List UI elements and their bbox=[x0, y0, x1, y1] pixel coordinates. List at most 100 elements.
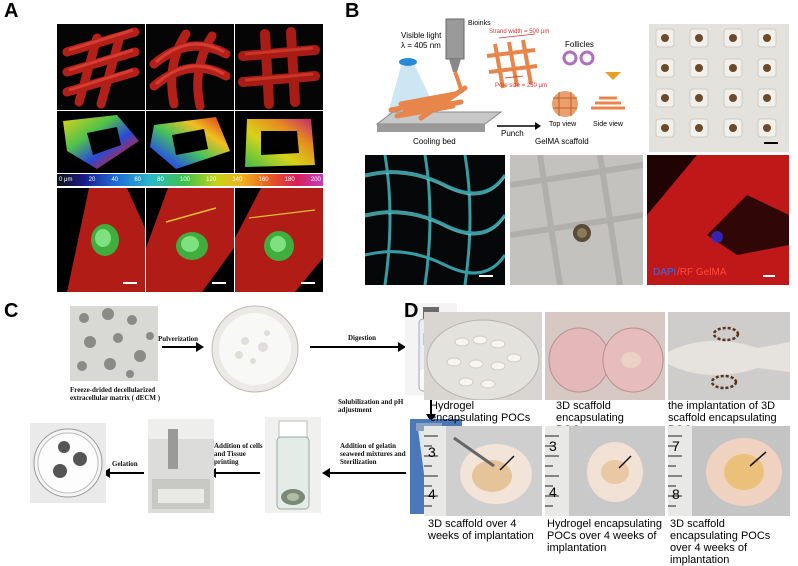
scaffold-photo bbox=[649, 24, 789, 152]
panel-label-d: D bbox=[404, 300, 419, 322]
depth-map-2 bbox=[146, 111, 234, 173]
scaffold-dish-photo bbox=[545, 312, 665, 400]
arrowhead bbox=[196, 342, 204, 352]
dECM-caption: Freeze-drided decellularized extracellul… bbox=[70, 386, 161, 402]
follicle-dot bbox=[695, 124, 703, 132]
printer-photo bbox=[148, 419, 214, 513]
arrow bbox=[216, 472, 260, 474]
scale-bar bbox=[123, 282, 137, 284]
fluorescence-image-red: DAPI /RF GelMA bbox=[647, 155, 789, 285]
follicle-dot bbox=[763, 94, 771, 102]
follicle-dot bbox=[763, 34, 771, 42]
follicle-dot bbox=[661, 124, 669, 132]
colorbar-tick: 0 μm bbox=[59, 177, 73, 183]
follicle-dot bbox=[729, 124, 737, 132]
dapi-label: DAPI bbox=[653, 267, 677, 278]
digestion-label: Digestion bbox=[348, 334, 376, 342]
colorbar-tick: 20 bbox=[88, 177, 96, 183]
fluorescence-image-cyan bbox=[365, 155, 505, 285]
scale-bar bbox=[479, 275, 493, 277]
follicle-dot bbox=[661, 94, 669, 102]
gelma-scaffold-label: GelMA scaffold bbox=[535, 137, 589, 146]
ruler-mark: 7 bbox=[672, 438, 680, 454]
follicle-dot bbox=[729, 64, 737, 72]
follicle-dot bbox=[729, 34, 737, 42]
colorbar-tick: 60 bbox=[134, 177, 141, 183]
arrow bbox=[110, 472, 144, 474]
wavelength-label: λ = 405 nm bbox=[401, 41, 441, 50]
addition-gelatin-label: Addition of gelatin seaweed mixtures and… bbox=[340, 442, 406, 466]
strand-width-label: Strand width = 500 μm bbox=[489, 29, 550, 35]
gelation-label: Gelation bbox=[112, 460, 138, 468]
solubilization-label: Solubilization and pH adjustment bbox=[338, 398, 404, 414]
scale-bar bbox=[763, 275, 775, 277]
colorbar-tick: 160 bbox=[258, 177, 269, 183]
cell-image-1 bbox=[57, 188, 145, 292]
follicle-dot bbox=[763, 124, 771, 132]
arrowhead bbox=[426, 414, 436, 422]
colorbar-tick: 120 bbox=[206, 177, 217, 183]
arrowhead-left bbox=[102, 468, 110, 478]
depth-map-3 bbox=[235, 111, 323, 173]
caption-implantation: the implantation of 3D scaffold encapsul… bbox=[668, 400, 777, 436]
follicle-dot bbox=[695, 34, 703, 42]
pulverization-label: Pulverization bbox=[158, 335, 199, 343]
caption-hydrogel-pocs: Hydrogel encapsulating POCs bbox=[430, 400, 531, 424]
ruler-mark: 4 bbox=[428, 486, 436, 502]
arrow bbox=[330, 472, 406, 474]
rf-gelma-label: /RF GelMA bbox=[677, 267, 727, 278]
ruler-mark: 8 bbox=[672, 486, 680, 502]
bioprinting-schematic: Visible light λ = 405 nm Bioinks Strand … bbox=[365, 14, 643, 151]
arrowhead bbox=[398, 342, 406, 352]
panel-label-c: C bbox=[4, 300, 19, 322]
follicle-dot bbox=[695, 64, 703, 72]
caption-scaffold-pocs-4weeks: 3D scaffold encapsulating POCs over 4 we… bbox=[670, 518, 771, 566]
colorbar-tick: 40 bbox=[111, 177, 119, 183]
down-arrow bbox=[430, 398, 432, 416]
cooling-bed-label: Cooling bed bbox=[413, 137, 456, 146]
bioinks-label: Bioinks bbox=[468, 20, 491, 27]
arrow bbox=[162, 346, 198, 348]
depth-map-1 bbox=[57, 111, 145, 173]
arrow bbox=[310, 346, 400, 348]
implantation-photo bbox=[668, 312, 790, 400]
follicle-dot bbox=[695, 94, 703, 102]
cell-image-3 bbox=[235, 188, 323, 292]
addition-cells-label: Addition of cells and Tissue printing bbox=[214, 442, 263, 466]
cell-image-2 bbox=[146, 188, 234, 292]
ruler-mark: 3 bbox=[549, 438, 557, 454]
scaffold-render-1 bbox=[57, 24, 145, 110]
follicle-photo bbox=[510, 155, 643, 285]
explant-photo-2: 3 4 bbox=[545, 426, 665, 516]
scale-bar bbox=[212, 282, 226, 284]
caption-hydrogel-4weeks: Hydrogel encapsulating POCs over 4 weeks… bbox=[547, 518, 662, 554]
follicle-dot bbox=[661, 34, 669, 42]
visible-light-label: Visible light bbox=[401, 31, 442, 40]
arrowhead-left bbox=[322, 468, 330, 478]
colorbar-tick: 100 bbox=[180, 177, 191, 183]
follicle-dot bbox=[661, 64, 669, 72]
side-view-label: Side view bbox=[593, 121, 623, 128]
scale-bar bbox=[764, 142, 778, 144]
punch-label: Punch bbox=[501, 129, 524, 138]
pore-size-label: Pore size = 250 μm bbox=[495, 83, 547, 89]
panel-label-b: B bbox=[345, 0, 360, 22]
hydrogel-dish-photo bbox=[424, 312, 542, 400]
caption-scaffold-4weeks: 3D scaffold over 4 weeks of implantation bbox=[428, 518, 534, 542]
scale-bar bbox=[301, 282, 315, 284]
explant-photo-1: 3 4 bbox=[424, 426, 542, 516]
follicle-dot bbox=[729, 94, 737, 102]
panel-label-a: A bbox=[4, 0, 19, 22]
top-view-label: Top view bbox=[549, 121, 577, 128]
capped-tube-photo bbox=[265, 417, 321, 513]
colorbar-tick: 180 bbox=[284, 177, 295, 183]
scaffold-render-3 bbox=[235, 24, 323, 110]
ruler-mark: 4 bbox=[549, 484, 557, 500]
ruler-mark: 3 bbox=[428, 444, 436, 460]
colorbar-tick: 80 bbox=[157, 177, 164, 183]
explant-photo-3: 7 8 bbox=[668, 426, 790, 516]
scaffold-render-2 bbox=[146, 24, 234, 110]
powder-photo bbox=[205, 303, 305, 395]
dECM-photo bbox=[70, 306, 158, 381]
